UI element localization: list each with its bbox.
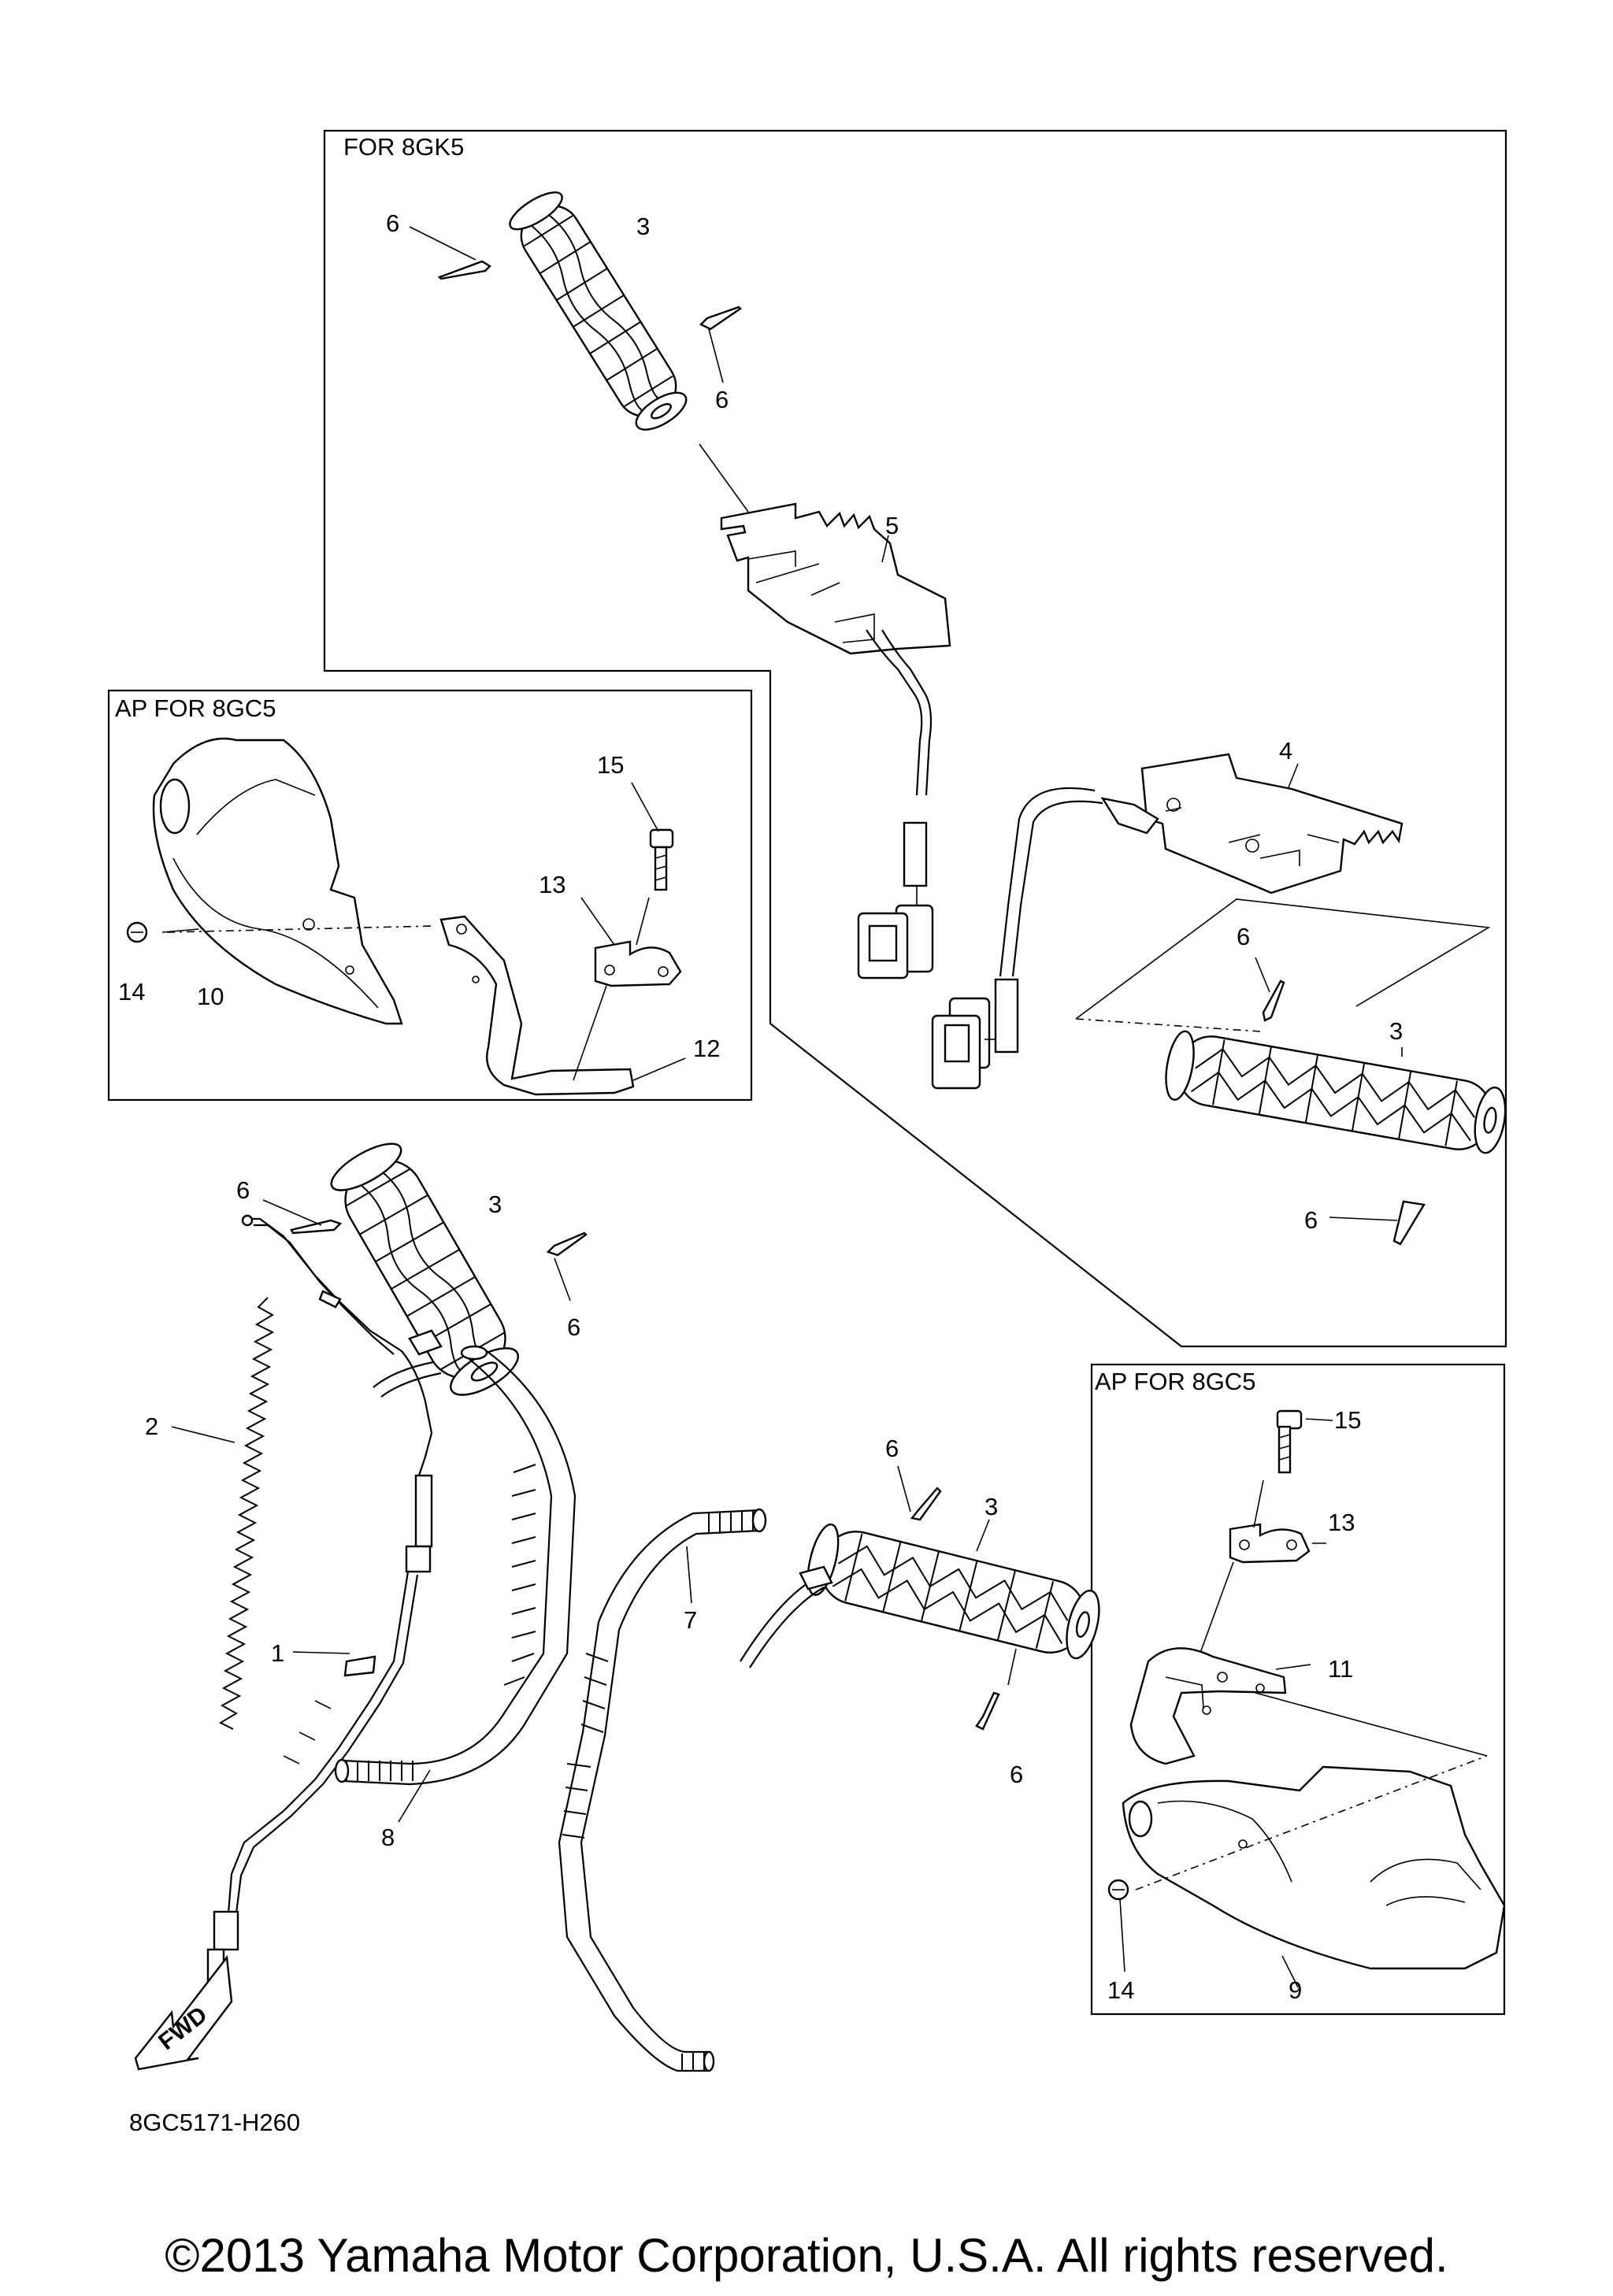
diagram-code: 8GC5171-H260 xyxy=(129,2109,300,2136)
callout-2: 2 xyxy=(145,1413,158,1440)
callout-3: 3 xyxy=(984,1493,998,1520)
pin-6d xyxy=(1392,1200,1426,1246)
callout-15: 15 xyxy=(597,751,624,779)
bracket-12 xyxy=(439,915,635,1096)
handguard-9 xyxy=(1122,1765,1506,1970)
pin-6a xyxy=(437,260,491,280)
copyright-notice: ©2013 Yamaha Motor Corporation, U.S.A. A… xyxy=(165,2229,1448,2282)
spring-2 xyxy=(218,1297,275,1730)
box-8gk5-title: FOR 8GK5 xyxy=(343,133,464,161)
grip-right-main xyxy=(806,1523,1100,1660)
callout-8: 8 xyxy=(381,1824,395,1851)
bolt-15-left xyxy=(649,828,674,891)
callout-13: 13 xyxy=(1328,1509,1355,1536)
callout-5: 5 xyxy=(885,512,899,539)
bolt-14-left xyxy=(126,921,148,943)
bracket-11 xyxy=(1129,1647,1287,1765)
callout-6: 6 xyxy=(715,386,729,413)
clamp-13-right xyxy=(1229,1523,1311,1564)
hose-8 xyxy=(334,1345,577,1786)
hose-7 xyxy=(558,1508,767,2072)
bolt-14-right xyxy=(1107,1879,1129,1901)
box-8gc5-right-outline xyxy=(1090,1363,1506,2016)
callout-6: 6 xyxy=(1304,1206,1318,1234)
pin-6b xyxy=(699,306,742,331)
callout-6: 6 xyxy=(1237,923,1250,950)
fwd-arrow-icon: FWD xyxy=(134,1954,233,2071)
callout-13: 13 xyxy=(539,871,565,898)
heater-element-5 xyxy=(720,502,951,980)
box-8gk5-outline xyxy=(323,129,1507,1348)
pin-6c xyxy=(1262,980,1285,1022)
grip-top-8gk5 xyxy=(509,191,688,431)
callout-15: 15 xyxy=(1334,1406,1361,1434)
pin-6g xyxy=(910,1487,942,1521)
pin-6f xyxy=(546,1231,588,1257)
callout-6: 6 xyxy=(386,209,399,237)
box-8gc5-left-title: AP FOR 8GC5 xyxy=(115,694,276,722)
callout-6: 6 xyxy=(567,1313,580,1341)
clamp-13-left xyxy=(594,940,682,987)
handguard-10 xyxy=(152,737,403,1025)
callout-4: 4 xyxy=(1279,737,1292,765)
throttle-cable-1 xyxy=(206,1214,443,1983)
callout-12: 12 xyxy=(693,1035,720,1062)
callout-14: 14 xyxy=(118,978,145,1005)
box-8gc5-right-title: AP FOR 8GC5 xyxy=(1095,1368,1255,1395)
heater-element-4 xyxy=(931,753,1403,1090)
callout-1: 1 xyxy=(271,1639,284,1667)
callout-3: 3 xyxy=(636,213,650,240)
callout-9: 9 xyxy=(1289,1976,1302,2004)
callout-6: 6 xyxy=(236,1176,250,1204)
callout-11: 11 xyxy=(1328,1655,1353,1683)
box-8gc5-left-outline xyxy=(107,689,753,1102)
pin-6e xyxy=(290,1219,343,1235)
callout-10: 10 xyxy=(197,983,224,1010)
grip-lower-8gk5 xyxy=(1165,1030,1507,1154)
pin-6h xyxy=(975,1691,1000,1731)
callout-3: 3 xyxy=(488,1191,502,1218)
callout-6: 6 xyxy=(885,1435,899,1462)
callout-3: 3 xyxy=(1389,1017,1403,1045)
callout-7: 7 xyxy=(684,1606,697,1634)
callout-6: 6 xyxy=(1010,1761,1023,1788)
callout-14: 14 xyxy=(1107,1976,1134,2004)
bolt-15-right xyxy=(1276,1409,1303,1474)
